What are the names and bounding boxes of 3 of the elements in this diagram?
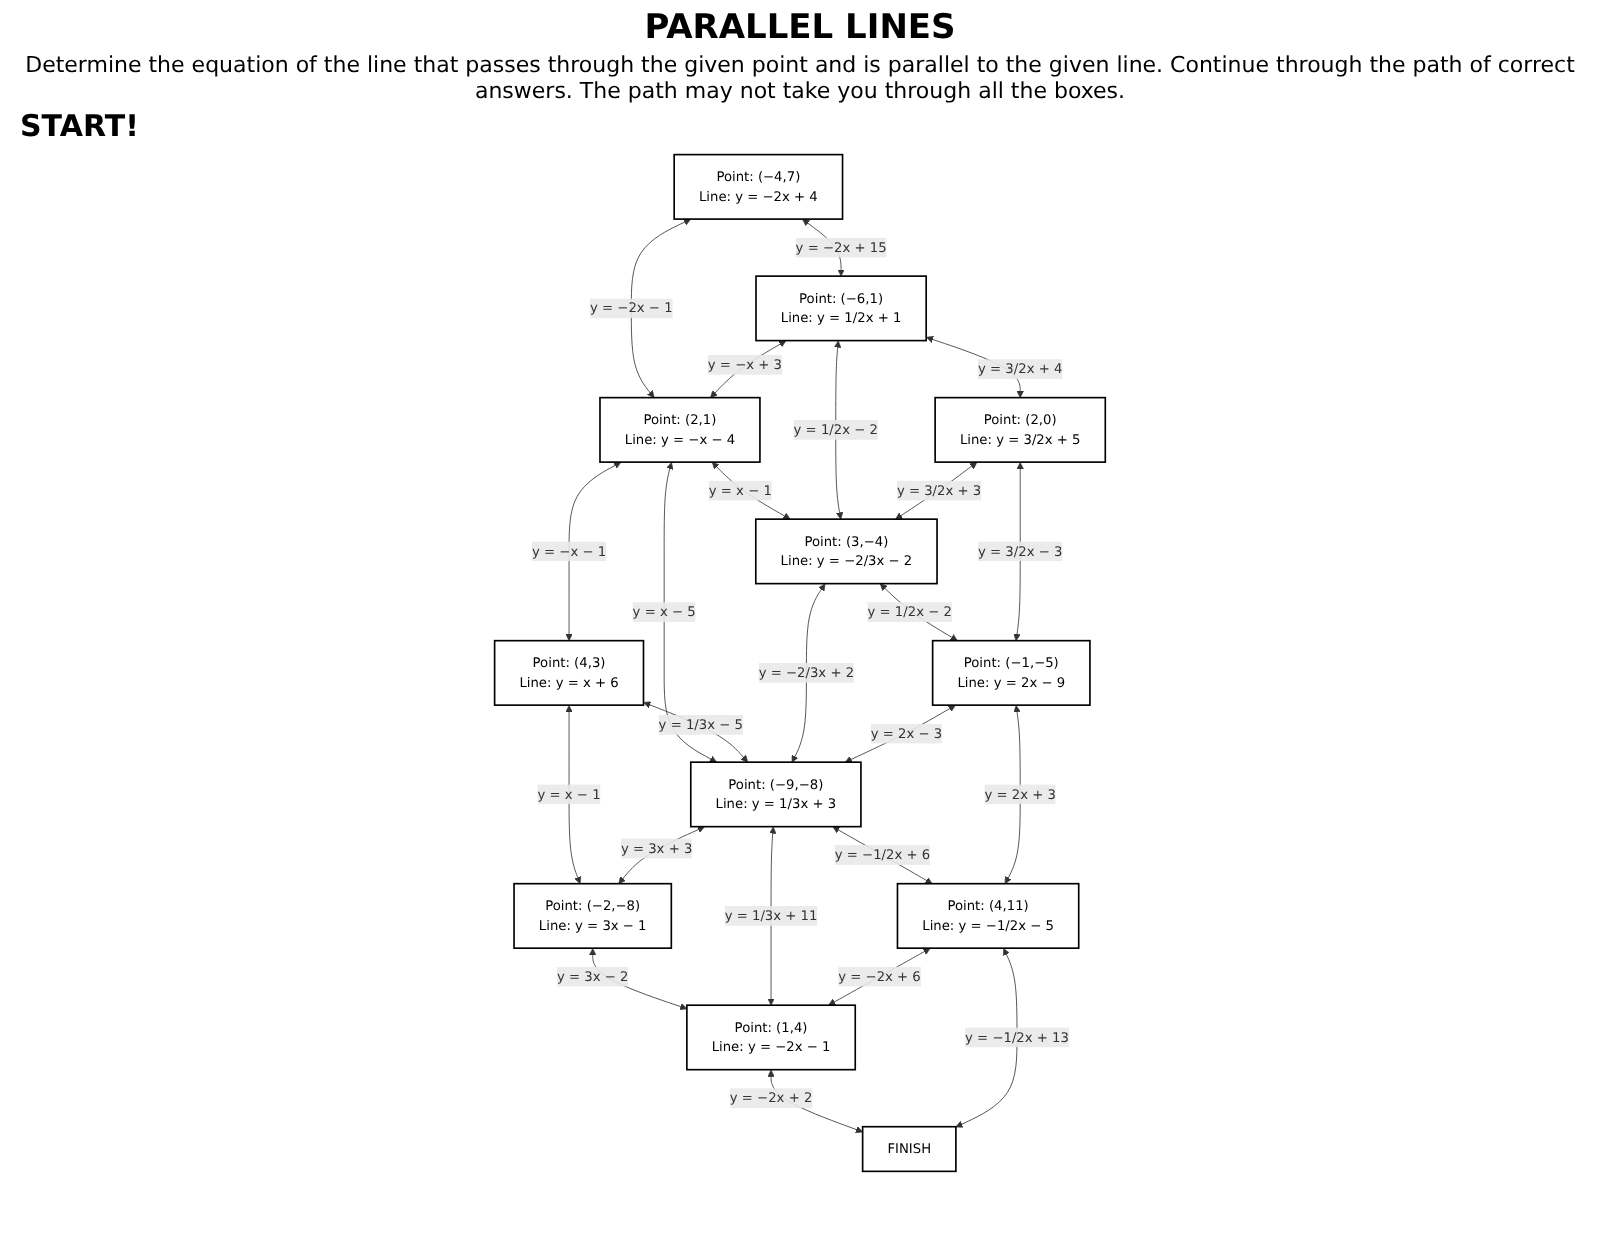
start-label: START! xyxy=(20,108,141,144)
instructions-text: Determine the equation of the line that passes through the given point and is parallel to the given line. Continue through the path of correct answers. The path may not take you through all the boxes. xyxy=(23,52,1577,104)
worksheet-title: PARALLEL LINES xyxy=(642,8,958,48)
